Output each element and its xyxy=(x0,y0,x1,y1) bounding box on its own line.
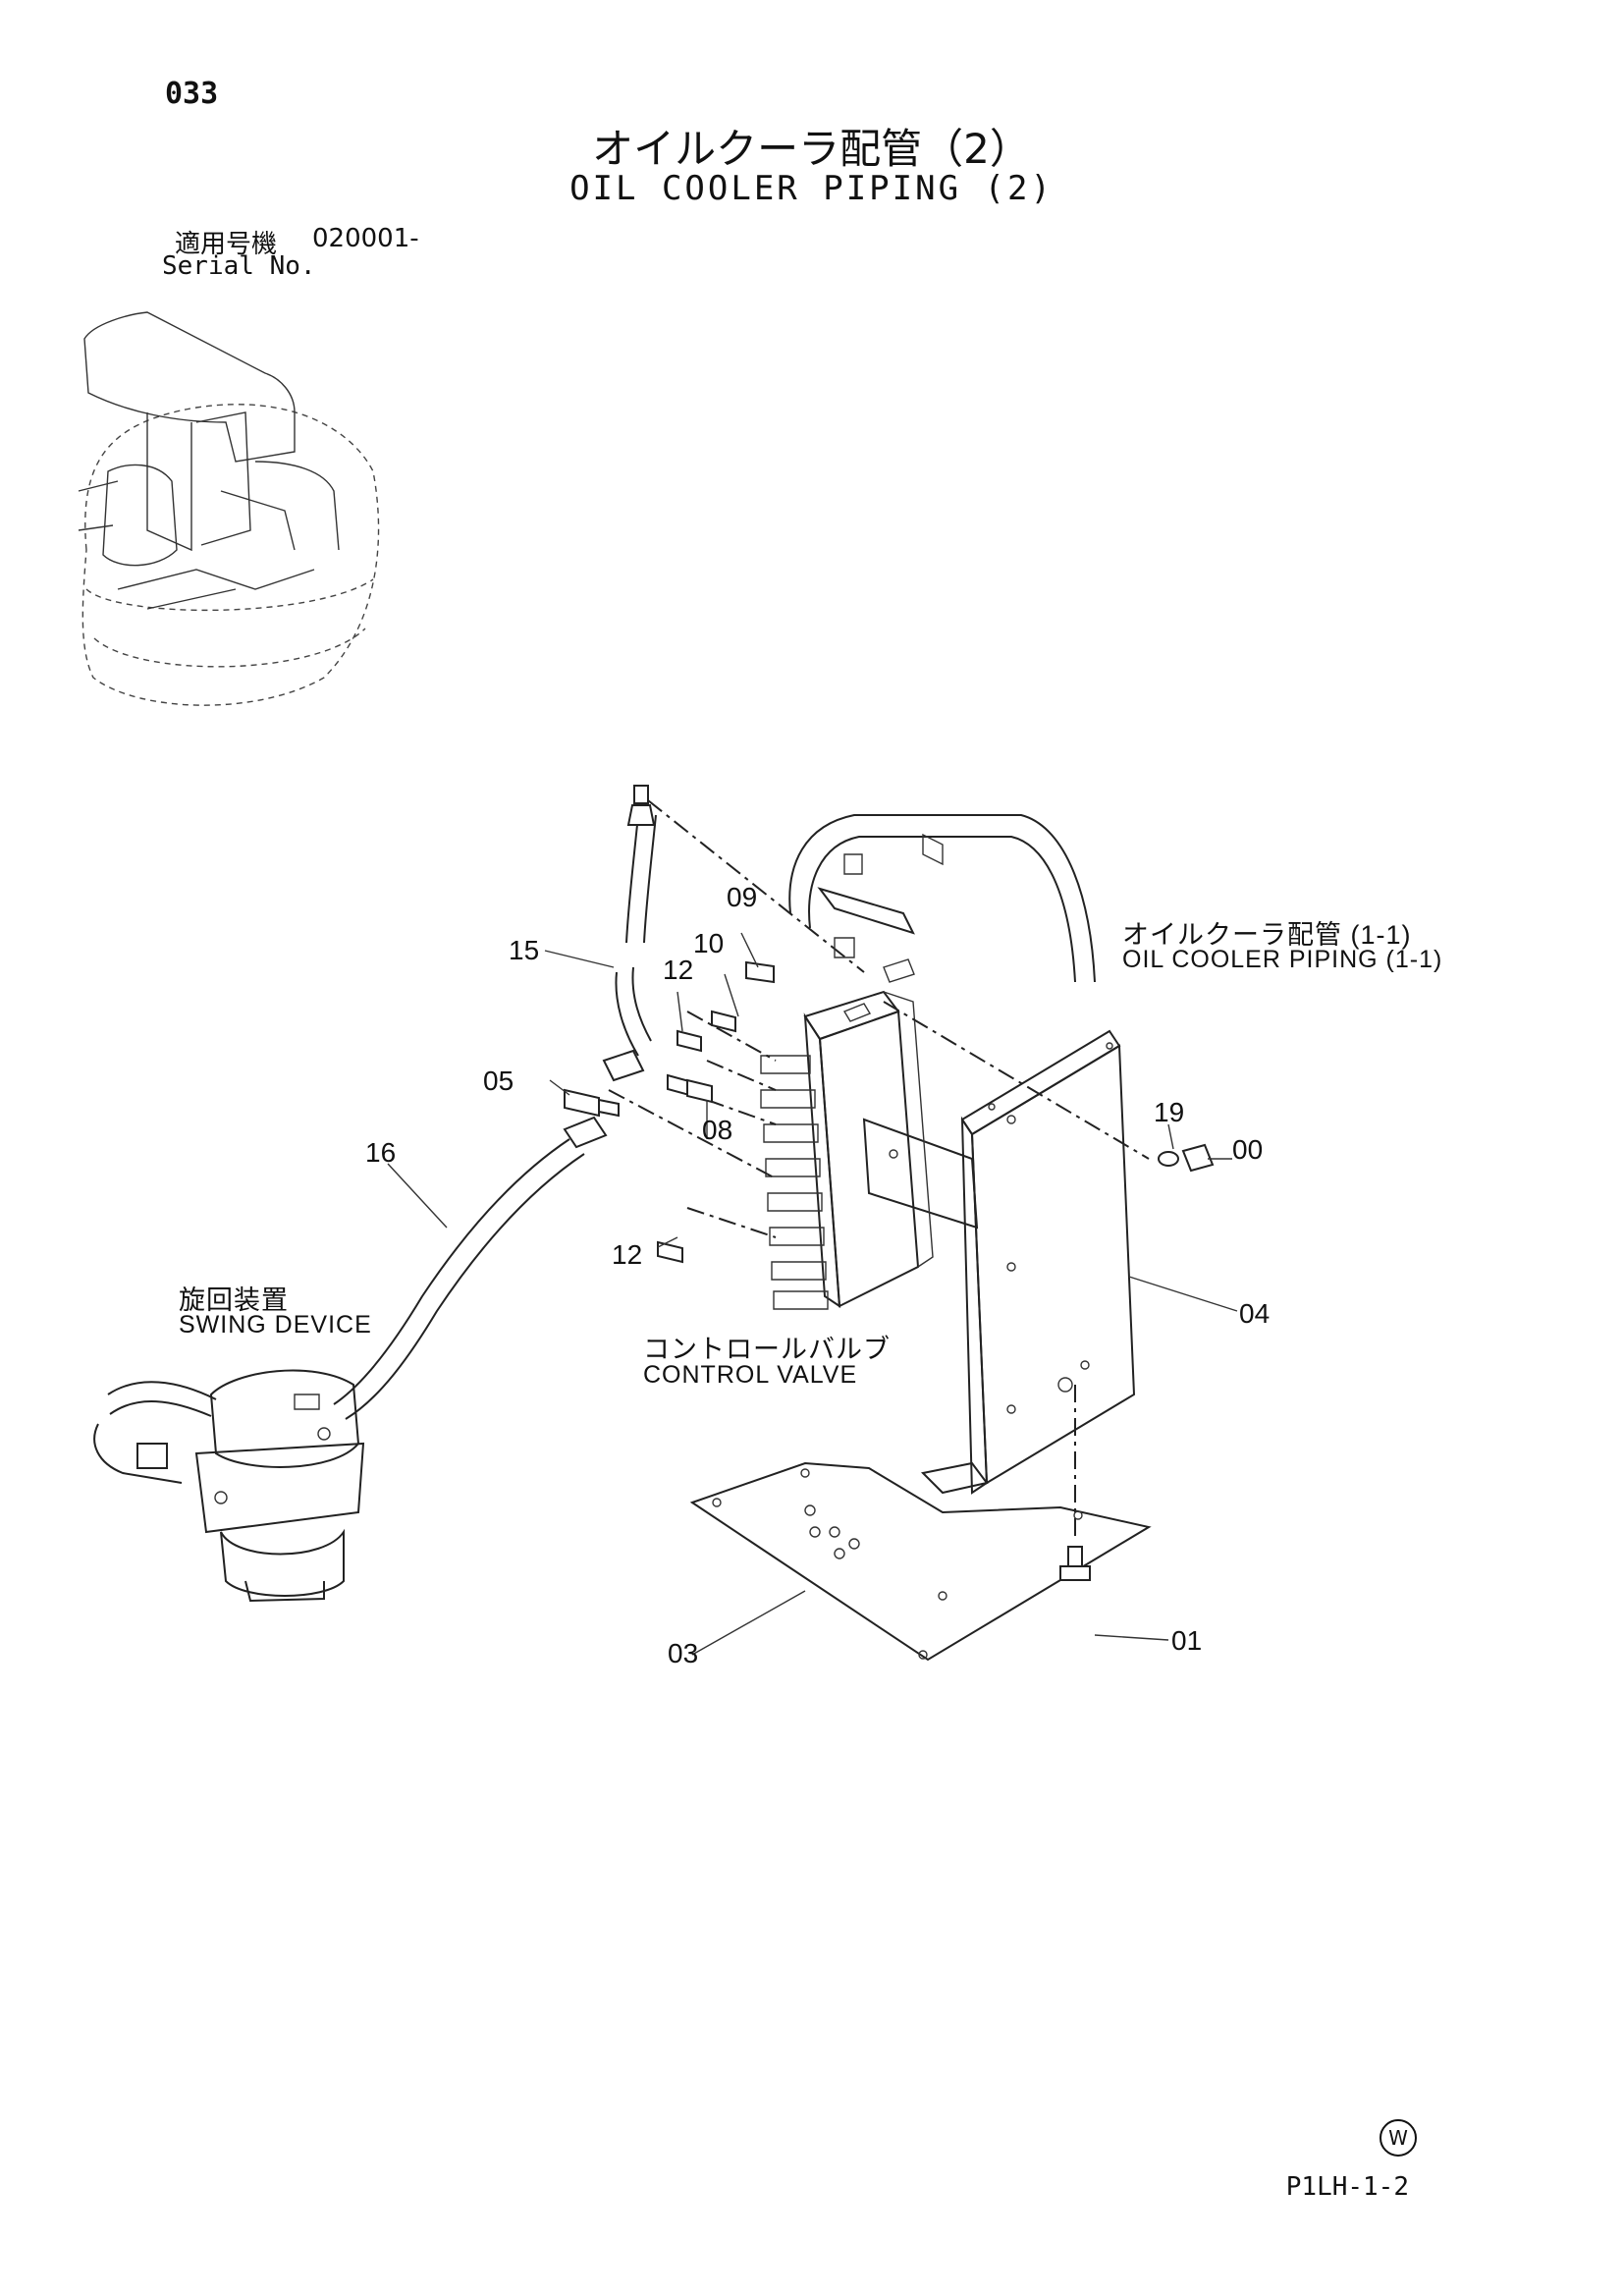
callout-16: 16 xyxy=(365,1137,397,1168)
oil-cooler-ref-english: OIL COOLER PIPING (1-1) xyxy=(1122,946,1443,973)
fitting-05 xyxy=(564,1088,620,1118)
callout-15: 15 xyxy=(509,935,540,965)
callout-01: 01 xyxy=(1171,1625,1203,1656)
leader-lines xyxy=(387,932,1238,1656)
assembly-center-lines xyxy=(608,799,1150,1542)
callout-04: 04 xyxy=(1239,1298,1271,1329)
serial-label-japanese: 適用号機 xyxy=(175,230,278,259)
oil-cooler-pipe-reference xyxy=(788,814,1096,983)
callout-12-lower: 12 xyxy=(612,1239,643,1270)
machine-overview-illustration xyxy=(78,311,380,706)
callout-03: 03 xyxy=(668,1638,699,1668)
callout-09: 09 xyxy=(727,882,758,912)
title-japanese: オイルクーラ配管（2） xyxy=(592,125,1031,173)
w-mark-icon: W xyxy=(1380,2119,1417,2157)
control-valve-english: CONTROL VALVE xyxy=(643,1361,858,1389)
serial-value: 020001- xyxy=(312,224,419,253)
title-english: OIL COOLER PIPING (2) xyxy=(569,169,1054,208)
bracket xyxy=(862,1029,1136,1495)
footer-code: P1LH-1-2 xyxy=(1285,2172,1409,2202)
callout-10: 10 xyxy=(693,928,725,958)
serial-label-english: Serial No. xyxy=(162,251,316,281)
callout-19: 19 xyxy=(1154,1097,1185,1127)
hose-16 xyxy=(333,1116,608,1420)
callout-08: 08 xyxy=(702,1115,733,1145)
page-number: 033 xyxy=(165,77,219,111)
swing-device-illustration xyxy=(93,1369,365,1603)
hardware xyxy=(1057,1143,1215,1581)
small-fittings xyxy=(657,960,775,1264)
callout-00: 00 xyxy=(1232,1134,1264,1165)
callout-05: 05 xyxy=(483,1066,514,1096)
oil-cooler-ref-japanese: オイルクーラ配管 (1-1) xyxy=(1122,920,1412,950)
control-valve-body xyxy=(760,990,934,1310)
hose-15 xyxy=(602,785,657,1082)
base-plate xyxy=(689,1461,1152,1662)
callout-12-upper: 12 xyxy=(663,955,694,985)
control-valve-japanese: コントロールバルブ xyxy=(643,1335,891,1364)
swing-device-japanese: 旋回装置 xyxy=(179,1285,289,1315)
swing-device-english: SWING DEVICE xyxy=(179,1311,372,1339)
